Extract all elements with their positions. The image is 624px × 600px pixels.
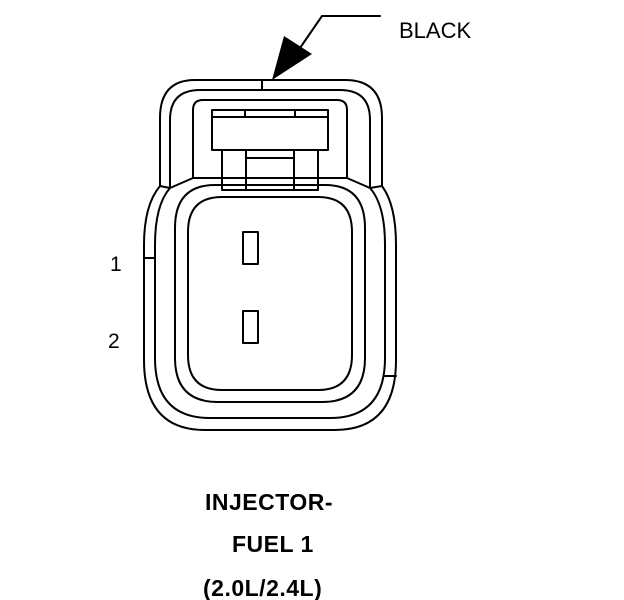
callout-pointer-line <box>299 15 323 49</box>
pin-label-1: 1 <box>110 253 122 276</box>
callout-color-label: BLACK <box>399 18 471 43</box>
callout-arrowhead <box>272 36 312 80</box>
latch-frame <box>192 99 348 179</box>
housing-outer-outline <box>143 79 397 431</box>
shoulder-left <box>169 177 194 189</box>
pin-label-2: 2 <box>108 330 120 353</box>
caption-line-2: FUEL 1 <box>232 531 314 557</box>
shoulder-right-outer <box>369 185 383 189</box>
caption-line-3: (2.0L/2.4L) <box>203 575 322 600</box>
mating-face-cavity <box>187 196 353 391</box>
mating-face-outer <box>174 184 366 403</box>
caption-line-1: INJECTOR- <box>205 489 333 515</box>
pin-cavity-2 <box>242 310 259 344</box>
latch-bridge <box>245 157 295 191</box>
pin-cavity-1 <box>242 231 259 265</box>
color-callout: BLACK <box>272 15 471 80</box>
connector-body <box>143 79 397 431</box>
shoulder-right <box>346 177 371 189</box>
latch-tab <box>211 109 329 151</box>
connector-caption: INJECTOR- FUEL 1 (2.0L/2.4L) <box>203 489 333 600</box>
shoulder-left-outer <box>159 185 171 189</box>
